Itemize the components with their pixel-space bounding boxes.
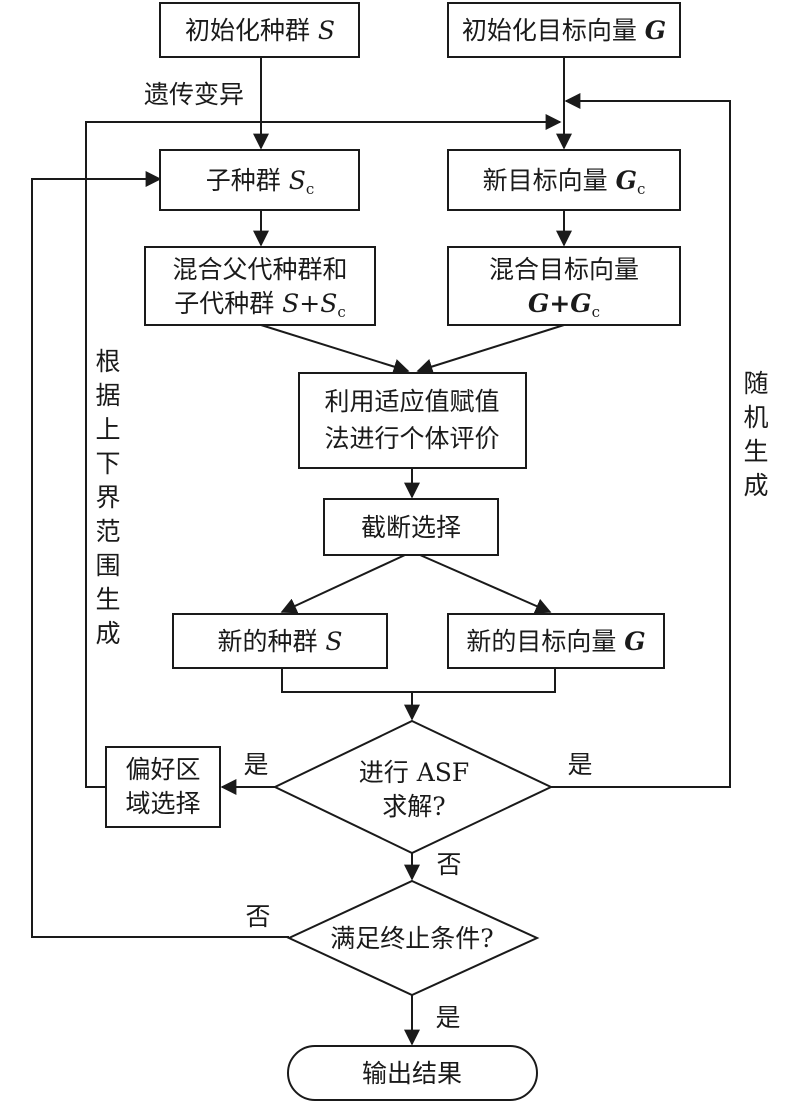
new-population-box [172,613,388,669]
asf-decision [272,719,554,855]
merge-population-line2: 子代种群 S+Sc [174,289,346,321]
random-generate-label: 随 机 生 成 [743,369,768,500]
bounds-char: 界 [95,483,120,512]
edge-labels: 遗传变异 根 据 上 下 界 范 围 生 成 随 机 生 成 是 是 否 否 是 [95,80,768,1032]
bounds-char: 范 [95,517,120,546]
bounds-generate-label: 根 据 上 下 界 范 围 生 成 [95,347,120,648]
arrow-truncate-to-newgoal [419,554,552,614]
arrow-truncate-to-newpop [280,554,406,614]
bounds-char: 生 [95,585,120,614]
random-char: 随 [743,369,768,398]
bounds-char: 根 [95,347,120,376]
merge-goal-line2: G+Gc [528,289,600,321]
arrow-preference-to-top [85,114,562,788]
truncate-box [323,498,499,556]
yes-right-label: 是 [567,750,592,779]
new-goal-vector-box [447,613,665,669]
preference-line1: 偏好区 [125,755,200,784]
yes-left-label: 是 [243,750,268,779]
mutation-label: 遗传变异 [144,80,244,109]
bounds-char: 成 [95,619,120,648]
new-goal-vector-label: 新的目标向量 G [466,627,645,656]
bounds-char: 据 [95,381,120,410]
terminate-label: 满足终止条件? [330,924,493,953]
merge-goal-box [447,246,681,326]
bounds-char: 围 [95,551,120,580]
shapes [105,2,681,1101]
random-char: 成 [743,471,768,500]
arrow-mergegoal-to-evaluate [416,324,565,375]
random-char: 机 [743,403,768,432]
evaluate-box [298,372,527,469]
merge-population-line1: 混合父代种群和 [172,255,347,284]
output-terminal [287,1045,538,1101]
new-population-label: 新的种群 S [217,627,342,656]
bounds-char: 下 [95,449,120,478]
yes-terminate-label: 是 [435,1003,460,1032]
asf-line2: 求解? [382,792,445,821]
bounds-char: 上 [95,415,120,444]
no-asf-label: 否 [436,850,461,879]
node-texts: 初始化种群 S 初始化目标向量 G 子种群 Sc 新目标向量 Gc 混合父代种群… [125,16,666,1088]
arrow-asf-random-generate [551,93,731,788]
merge-bracket [281,668,556,693]
merge-population-box [144,246,376,326]
merge-goal-line1: 混合目标向量 [489,255,639,284]
init-goal-box [447,2,681,58]
terminate-decision [286,879,540,997]
preference-box [105,746,221,828]
offspring-label: 子种群 Sc [206,166,315,198]
preference-line2: 域选择 [125,789,200,818]
no-terminate-label: 否 [245,902,270,931]
init-goal-label: 初始化目标向量 G [462,16,666,45]
evaluate-line1: 利用适应值赋值 [324,387,499,416]
truncate-label: 截断选择 [361,513,461,542]
init-population-label: 初始化种群 S [185,16,335,45]
offspring-box [159,149,360,211]
arrow-terminate-no-loop [31,171,289,938]
new-goal-box [447,149,681,211]
new-goal-label: 新目标向量 Gc [483,166,646,198]
asf-line1: 进行 ASF [359,758,469,787]
init-population-box [159,2,360,58]
connectors [31,57,731,1046]
output-label: 输出结果 [362,1059,462,1088]
arrow-mergepop-to-evaluate [260,324,410,375]
evaluate-line2: 法进行个体评价 [324,424,499,453]
random-char: 生 [743,437,768,466]
